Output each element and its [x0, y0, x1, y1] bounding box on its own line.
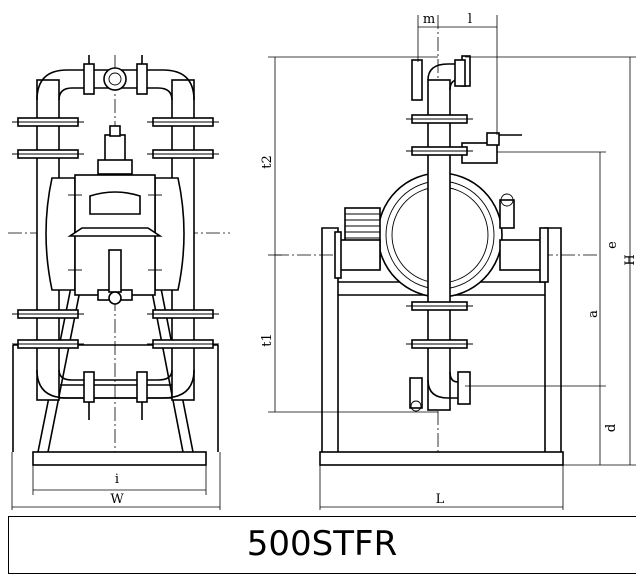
dim-label-t1: t1	[260, 333, 275, 347]
dim-label-H: H	[623, 254, 636, 265]
pump-drawing: i W L m l t2 t1 e H a d	[8, 12, 636, 510]
dim-label-i: i	[115, 472, 119, 487]
dim-label-t2: t2	[260, 155, 275, 169]
side-flanges	[406, 114, 473, 349]
dim-label-e: e	[605, 241, 620, 249]
dim-label-l: l	[468, 12, 472, 27]
dim-label-d: d	[604, 424, 619, 432]
dimension-lines	[11, 15, 636, 510]
model-title: 500STFR	[246, 524, 398, 564]
dim-label-W: W	[110, 492, 124, 507]
dim-label-m: m	[423, 12, 435, 27]
front-view	[8, 55, 230, 466]
front-flanges	[12, 117, 219, 349]
side-view	[275, 15, 600, 466]
dim-label-L: L	[436, 492, 445, 507]
dim-label-a: a	[586, 310, 601, 318]
